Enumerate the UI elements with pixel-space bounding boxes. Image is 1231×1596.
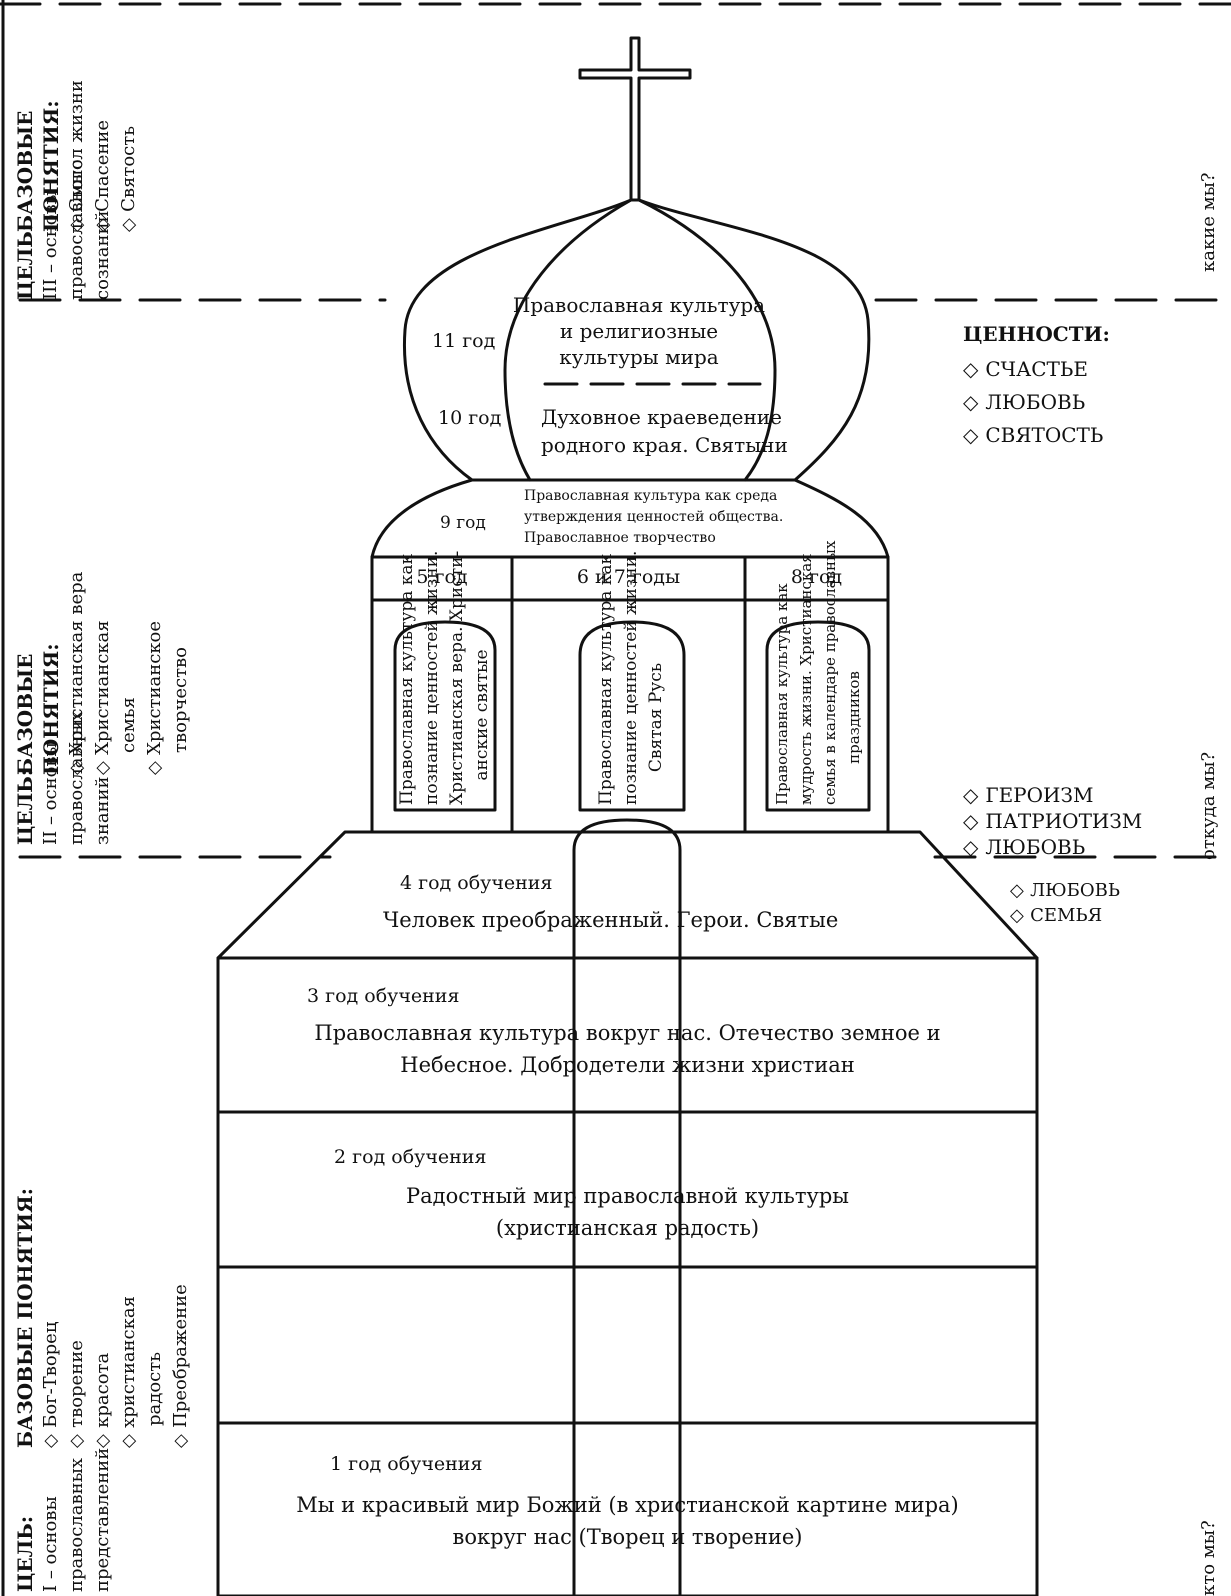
text-line: вокруг нас (Творец и творение) (452, 1525, 803, 1549)
band1-goal: ЦЕЛЬ: I – основы православных представле… (12, 1448, 116, 1592)
text-line: семья в календаре православных (821, 540, 839, 805)
band1-concept: Преображение (168, 1188, 194, 1448)
year9-label: 9 год (440, 513, 486, 533)
band3-concept: Святость (116, 80, 142, 232)
value-item: ПАТРИОТИЗМ (963, 808, 1142, 834)
text-line: (христианская радость) (495, 1216, 760, 1240)
values-head: ЦЕННОСТИ: (963, 322, 1110, 346)
year1-label: 1 год обучения (330, 1453, 483, 1475)
text-line: познание ценностей жизни. (422, 550, 442, 805)
year11-label: 11 год (432, 330, 496, 352)
text-line: родного края. Святыни (541, 433, 788, 457)
band2-concepts: БАЗОВЫЕ ПОНЯТИЯ: Христианская вера Христ… (12, 572, 194, 775)
base-roof (216, 830, 1039, 960)
band2-concept: творчество (170, 646, 191, 753)
band2-concept: семья (118, 697, 139, 753)
year1-text: Мы и красивый мир Божий (в христианской … (225, 1489, 1030, 1553)
cross-shape (578, 36, 692, 202)
band3-concepts: БАЗОВЫЕ ПОНЯТИЯ: Смысл жизни Спасение Св… (12, 80, 142, 232)
window-2 (578, 620, 686, 812)
band3-concepts-head: ПОНЯТИЯ: (39, 100, 63, 232)
text-line: Православная культура как среда (524, 488, 778, 504)
value-item: ЛЮБОВЬ (963, 834, 1142, 860)
text-line: Православная культура как (596, 553, 616, 805)
text-line: утверждения ценностей общества. (524, 509, 784, 525)
text-line: познание ценностей жизни. (621, 550, 641, 805)
year4-label: 4 год обучения (400, 872, 553, 894)
text-line: мудрость жизни. Христианская (797, 553, 815, 805)
value-item: СЧАСТЬЕ (963, 353, 1110, 386)
band3-concept: Смысл жизни (64, 80, 90, 232)
text-line: Православная культура как (773, 583, 791, 805)
text-line: Православная культура как (397, 553, 417, 805)
door (572, 818, 682, 1596)
band2-concept: Христианская вера (64, 572, 90, 775)
year3-text: Православная культура вокруг нас. Отечес… (225, 1017, 1030, 1081)
question-bot: кто мы? (1198, 1520, 1219, 1596)
text-line: Радостный мир православной культуры (406, 1184, 849, 1208)
text-line: Духовное краеведение (541, 405, 782, 429)
base-box (216, 956, 1039, 1596)
band1-concept: радость (144, 1351, 165, 1426)
year11-text: Православная культура и религиозные куль… (505, 292, 773, 370)
band1-concepts: БАЗОВЫЕ ПОНЯТИЯ: Бог-Творец творение кра… (12, 1188, 194, 1448)
column-head: 5 год (416, 566, 468, 588)
year3-label: 3 год обучения (307, 985, 460, 1007)
window-3-text: Православная культура как мудрость жизни… (770, 540, 866, 805)
text-line: Святая Русь (646, 662, 666, 773)
band1-goal-line: представлений (92, 1447, 113, 1592)
question-mid: откуда мы? (1198, 751, 1219, 860)
dome-inner-arch (503, 198, 777, 482)
column-head: 8 год (790, 566, 843, 588)
text-line: Православное творчество (524, 530, 716, 546)
band1-goal-line: православных (66, 1457, 87, 1592)
band2-concept: Христианская (90, 572, 116, 775)
value-item: ГЕРОИЗМ (963, 782, 1142, 808)
text-line: и религиозные (559, 319, 719, 343)
band1-goal-head: ЦЕЛЬ: (13, 1515, 37, 1592)
column-head: 6 и 7 годы (576, 566, 681, 588)
year2-label: 2 год обучения (334, 1146, 487, 1168)
band1-goal-line: I – основы (40, 1496, 61, 1592)
text-line: культуры мира (559, 345, 719, 369)
window-3 (765, 620, 871, 812)
band3-concepts-head: БАЗОВЫЕ (13, 110, 37, 232)
year10-label: 10 год (438, 407, 502, 429)
window-2-text: Православная культура как познание ценно… (594, 550, 669, 805)
question-top: какие мы? (1198, 172, 1219, 272)
text-line: Небесное. Добродетели жизни христиан (400, 1053, 855, 1077)
text-line: Православная культура вокруг нас. Отечес… (314, 1021, 941, 1045)
text-line: праздников (845, 671, 863, 764)
text-line: анские святые (472, 649, 492, 781)
value-item: СВЯТОСТЬ (963, 419, 1110, 452)
year4-text: Человек преображенный. Герои. Святые (383, 908, 839, 932)
text-line: Православная культура (512, 293, 766, 317)
band2-concepts-head: ПОНЯТИЯ: (39, 643, 63, 775)
band1-concept: творение (64, 1188, 90, 1448)
value-item: ЛЮБОВЬ (963, 386, 1110, 419)
values-top: ЦЕННОСТИ: СЧАСТЬЕ ЛЮБОВЬ СВЯТОСТЬ (963, 318, 1110, 452)
year10-text: Духовное краеведение родного края. Святы… (541, 403, 788, 459)
window-1-text: Православная культура как познание ценно… (395, 550, 495, 805)
text-line: Христианская вера. Христи- (447, 550, 467, 805)
band1-concept: красота (90, 1188, 116, 1448)
values-bot: ЛЮБОВЬ СЕМЬЯ (1010, 878, 1120, 928)
value-item: ЛЮБОВЬ (1010, 878, 1120, 903)
band2-concepts-head: БАЗОВЫЕ (13, 653, 37, 775)
band1-concept: Бог-Творец (38, 1188, 64, 1448)
band1-concepts-head: БАЗОВЫЕ ПОНЯТИЯ: (13, 1187, 37, 1448)
band3-concept: Спасение (90, 80, 116, 232)
year9-text: Православная культура как среда утвержде… (524, 486, 783, 549)
value-item: СЕМЬЯ (1010, 903, 1120, 928)
values-mid: ГЕРОИЗМ ПАТРИОТИЗМ ЛЮБОВЬ (963, 782, 1142, 860)
text-line: Мы и красивый мир Божий (в христианской … (296, 1493, 959, 1517)
band1-concept: христианская (116, 1188, 142, 1448)
year2-text: Радостный мир православной культуры (хри… (225, 1180, 1030, 1244)
band2-concept: Христианское (142, 572, 168, 775)
window-1 (393, 620, 497, 812)
